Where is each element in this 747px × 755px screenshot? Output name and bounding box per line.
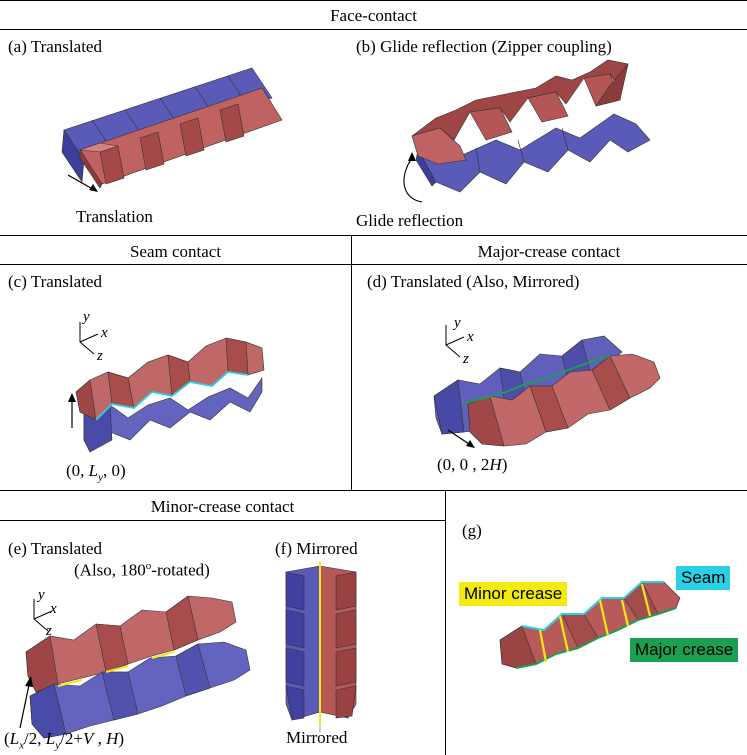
panel-d-axis-y: y	[454, 315, 461, 331]
panel-g-minor-crease-5	[640, 583, 652, 617]
panel-f-mirrored-caption: Mirrored	[286, 728, 348, 747]
panel-e-red-chain	[25, 595, 237, 693]
panel-e-minor-crease-1	[57, 679, 83, 687]
face-header-underline	[0, 29, 747, 30]
panel-c-label: (c) Translated	[8, 272, 102, 291]
panel-b-blue-chain	[415, 113, 651, 193]
panel-a-label: (a) Translated	[8, 37, 102, 56]
panel-c-red-chain	[75, 337, 265, 421]
top-border	[0, 0, 747, 1]
panel-a-translation-label: Translation	[76, 207, 153, 226]
panel-g-minor-crease-4	[620, 599, 630, 627]
legend-major-crease: Major crease	[630, 638, 739, 662]
panel-e-axis-z: z	[46, 623, 52, 639]
panel-e-axis-x: x	[50, 601, 57, 617]
panel-e-label: (e) Translated	[8, 539, 102, 558]
panel-e-blue-chain	[29, 641, 251, 739]
panel-b-red-chain	[411, 59, 629, 165]
seam-contact-header: Seam contact	[129, 242, 222, 261]
major-crease-contact-header: Major-crease contact	[477, 242, 621, 261]
panel-d-major-crease-line	[461, 355, 611, 405]
panel-e-axis-y: y	[38, 587, 45, 603]
panel-a-red-chain	[79, 87, 283, 189]
panel-d-axis-x: x	[467, 329, 474, 345]
minor-g-vertical-divider	[445, 490, 446, 755]
panel-e-vector: (Lx/2, Ly/2+V , H)	[4, 729, 125, 752]
panel-a-blue-chain	[61, 67, 273, 183]
legend-minor-crease: Minor crease	[459, 582, 568, 606]
panel-g-minor-crease-1	[538, 629, 548, 663]
panel-g-minor-crease-2	[558, 615, 570, 653]
panel-d-translation-arrow	[447, 429, 473, 447]
panel-b-label: (b) Glide reflection (Zipper coupling)	[356, 37, 612, 56]
panel-c-axis-y: y	[83, 309, 90, 325]
panel-d-label: (d) Translated (Also, Mirrored)	[367, 272, 580, 291]
panel-b-glide-arrow	[403, 157, 423, 203]
face-contact-header: Face-contact	[330, 6, 417, 25]
panel-d-axis-z: z	[463, 351, 469, 367]
minor-header-underline	[0, 520, 445, 521]
middle-section-divider	[0, 490, 747, 491]
panel-g-minor-crease-3	[598, 599, 610, 637]
panel-f-red-column	[319, 565, 357, 719]
panel-c-vector: (0, Ly, 0)	[66, 461, 126, 484]
panel-c-blue-chain	[83, 377, 263, 453]
panel-e-minor-crease-3	[151, 651, 175, 659]
panel-e-minor-crease-2	[105, 665, 129, 673]
panel-c-axis-z: z	[97, 348, 103, 364]
panel-f-label: (f) Mirrored	[275, 539, 358, 558]
seam-header-underline	[0, 264, 747, 265]
panel-g-label: (g)	[462, 521, 482, 540]
panel-c-axis-x: x	[101, 325, 108, 341]
panel-c-seam-line	[95, 371, 249, 421]
panel-e-translation-arrow	[19, 679, 31, 729]
panel-d-red-chain	[467, 353, 661, 447]
minor-crease-contact-header: Minor-crease contact	[150, 497, 295, 516]
panel-a-translation-arrow	[67, 174, 97, 192]
face-section-divider	[0, 235, 747, 236]
panel-b-glide-label: Glide reflection	[356, 211, 464, 230]
seam-major-vertical-divider	[351, 235, 352, 490]
panel-f-blue-column	[285, 565, 321, 721]
panel-e-sublabel: (Also, 180o-rotated)	[74, 560, 210, 580]
legend-seam: Seam	[676, 566, 731, 590]
panel-d-vector: (0, 0 , 2H)	[437, 455, 508, 474]
